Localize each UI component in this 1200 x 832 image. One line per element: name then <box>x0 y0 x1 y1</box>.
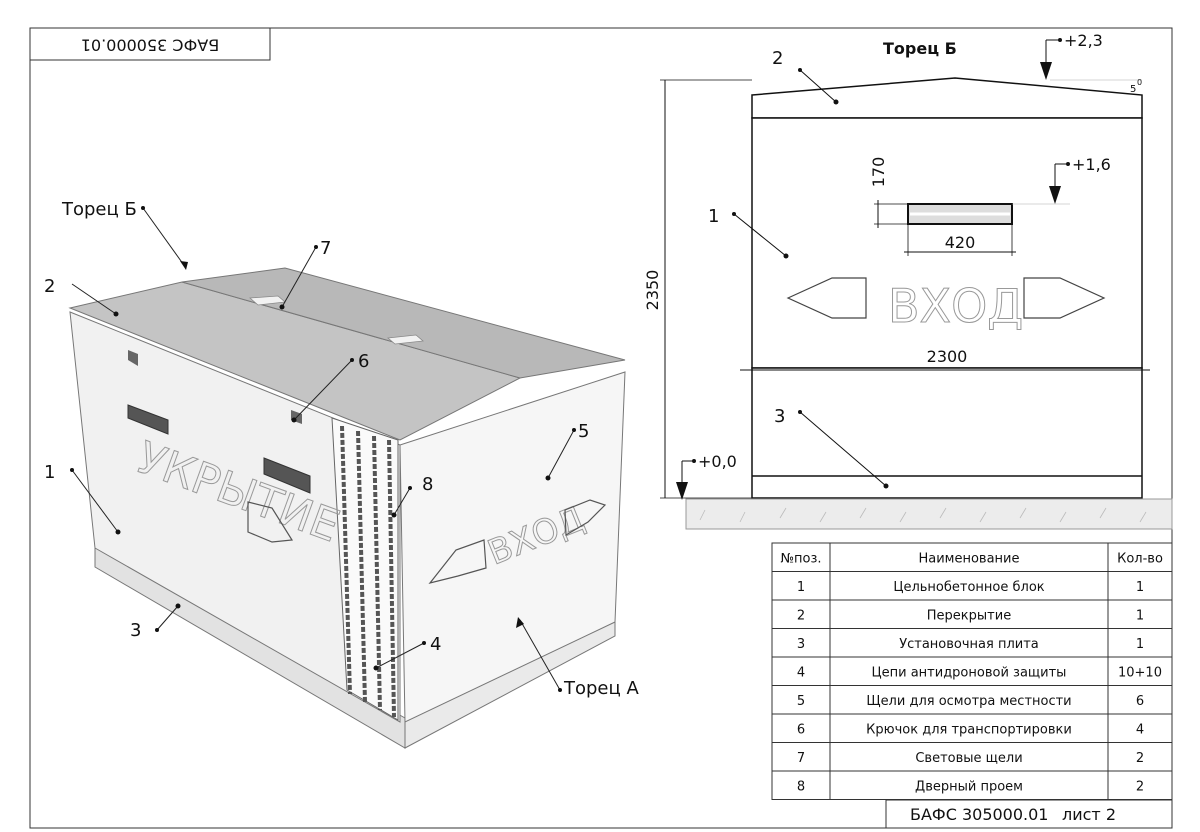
chain <box>356 430 367 703</box>
end-view-wall <box>751 117 1143 369</box>
iso-leader-dots <box>70 206 576 692</box>
slope-value: 5 <box>1130 84 1136 95</box>
parts-table-cell: Крючок для транспортировки <box>866 722 1072 737</box>
iso-observation-slot <box>127 404 169 435</box>
title-block: БАФС 305000.01 лист 2 <box>885 799 1173 829</box>
iso-label-6: 6 <box>358 351 369 372</box>
parts-table-cell: Перекрытие <box>927 608 1011 623</box>
parts-table-cell: 1 <box>1136 580 1144 595</box>
parts-table-cell: 4 <box>1136 722 1144 737</box>
end-label-1: 1 <box>708 206 719 227</box>
level-zero: +0,0 <box>698 452 737 471</box>
parts-table-cell: 6 <box>797 722 805 737</box>
stamp-code: БАФС 350000.01 <box>81 36 219 55</box>
iso-label-2: 2 <box>44 276 55 297</box>
parts-table-cell: Цельнобетонное блок <box>893 580 1044 595</box>
iso-label-torets-a: Торец А <box>563 678 639 699</box>
iso-label-5: 5 <box>578 421 589 442</box>
stamp-box: БАФС 350000.01 <box>29 27 271 61</box>
sheet-frame <box>29 27 1173 829</box>
iso-label-torets-b: Торец Б <box>61 199 137 220</box>
parts-table-cell: 2 <box>797 608 805 623</box>
iso-label-7: 7 <box>320 238 331 259</box>
iso-hook <box>128 350 138 366</box>
parts-table-cell: 1 <box>1136 608 1144 623</box>
parts-table-cell: 2 <box>1136 751 1144 766</box>
iso-front-arrow-right <box>564 499 607 537</box>
level-mid: +1,6 <box>1072 155 1111 174</box>
parts-table-cell: 4 <box>797 665 805 680</box>
end-view-roof <box>751 77 1143 119</box>
iso-roof-right <box>181 267 626 379</box>
iso-wall-front <box>399 371 626 723</box>
parts-table-cell: 1 <box>1136 637 1144 652</box>
parts-table-cell: Установочная плита <box>899 637 1039 652</box>
ground-strip <box>685 498 1173 530</box>
iso-label-4: 4 <box>430 634 441 655</box>
parts-table-cell: 5 <box>797 694 805 709</box>
dim-slot-h: 170 <box>869 157 888 188</box>
end-view-arrow-right <box>1023 277 1106 319</box>
parts-table-cell: 7 <box>797 751 805 766</box>
iso-chains <box>340 425 396 718</box>
dim-width: 2300 <box>927 347 968 366</box>
parts-table-cell: Цепи антидроновой защиты <box>872 665 1067 680</box>
chain <box>340 425 352 695</box>
level-top: +2,3 <box>1064 31 1103 50</box>
parts-table-cell: 8 <box>797 779 805 794</box>
end-label-2: 2 <box>772 48 783 69</box>
parts-table-cell: 10+10 <box>1118 665 1162 680</box>
dim-slot-w: 420 <box>945 233 976 252</box>
dim-height: 2350 <box>643 270 662 311</box>
iso-label-3: 3 <box>130 620 141 641</box>
level-zero-arrow <box>676 482 688 500</box>
parts-table-cell: Дверный проем <box>915 779 1023 794</box>
parts-table-frame <box>771 542 1173 800</box>
parts-table-cell: 1 <box>797 580 805 595</box>
end-view-arrow-left <box>786 277 867 319</box>
slope-sub: 0 <box>1137 78 1142 87</box>
end-view: Торец Б ВХОД 2350 2300 <box>643 31 1173 530</box>
iso-side-arrow <box>247 501 294 543</box>
ground-hatch <box>699 507 1147 523</box>
iso-label-1: 1 <box>44 462 55 483</box>
end-label-3: 3 <box>774 406 785 427</box>
chain <box>372 435 382 711</box>
parts-table-cell: 6 <box>1136 694 1144 709</box>
parts-table: №поз. Наименование Кол-во 1 Цельнобетонное б… <box>771 542 1173 800</box>
iso-label-8: 8 <box>422 474 433 495</box>
parts-table-cell: 3 <box>797 637 805 652</box>
parts-table-header: Кол-во <box>1117 551 1163 566</box>
level-top-arrow <box>1040 62 1052 80</box>
parts-table-header: №поз. <box>780 551 821 566</box>
end-view-title: Торец Б <box>883 39 957 58</box>
end-view-entry-text: ВХОД <box>888 279 1023 333</box>
parts-table-cell: Световые щели <box>915 751 1022 766</box>
end-view-base <box>751 367 1143 499</box>
title-block-code: БАФС 305000.01 <box>910 805 1048 824</box>
iso-light-slot <box>387 334 424 345</box>
title-block-sheet: лист 2 <box>1062 805 1116 824</box>
chain <box>387 439 396 718</box>
iso-arrow-head <box>180 261 188 270</box>
iso-arrow-head <box>516 617 524 628</box>
parts-table-header: Наименование <box>918 551 1019 566</box>
iso-front-arrow-left <box>428 539 487 585</box>
iso-observation-slot <box>263 457 311 494</box>
parts-table-cell: Щели для осмотра местности <box>866 694 1071 709</box>
iso-view: УКРЫТИЕ ВХОД <box>44 199 639 749</box>
parts-table-cell: 2 <box>1136 779 1144 794</box>
iso-leaders <box>71 207 575 691</box>
level-mid-arrow <box>1049 186 1061 204</box>
